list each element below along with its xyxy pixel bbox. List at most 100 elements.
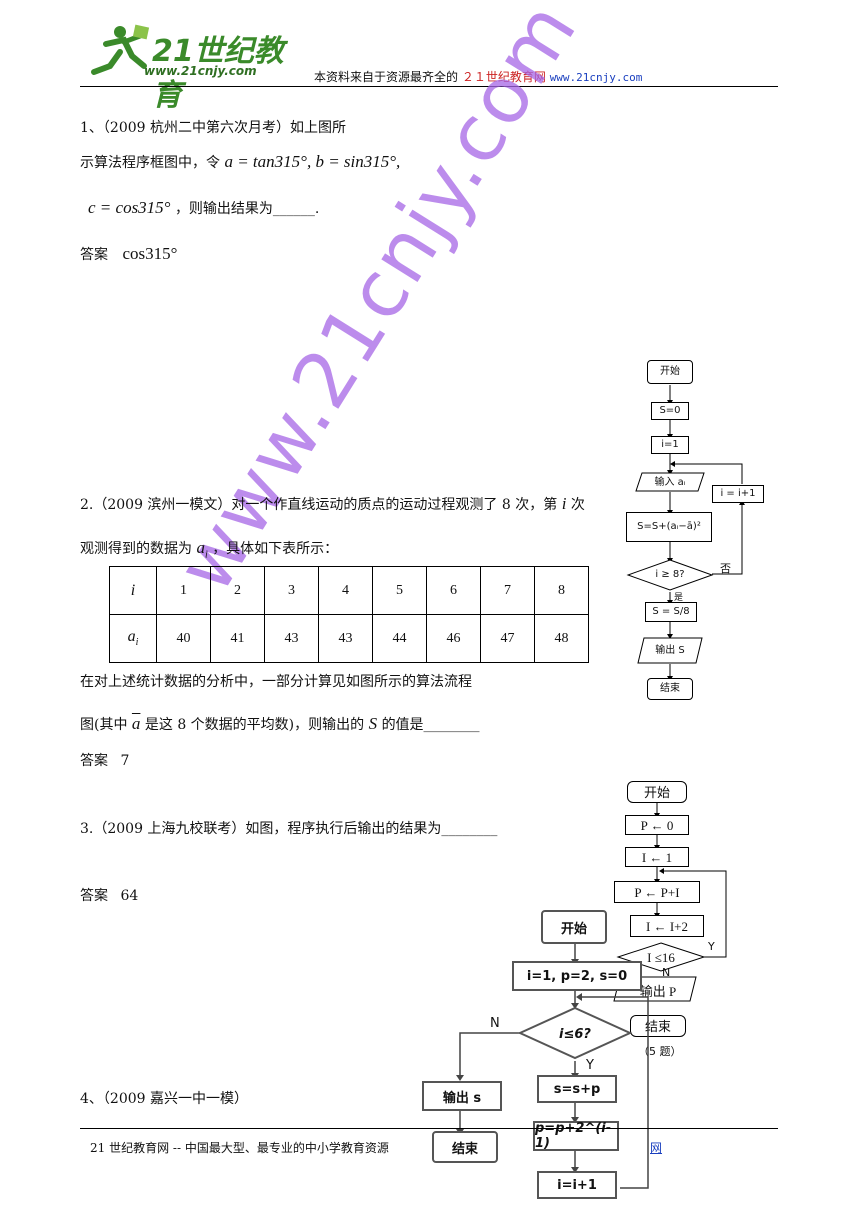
fc2-no-label: 否 [720, 562, 731, 575]
table-cell: 4 [318, 566, 373, 615]
header-divider [80, 86, 778, 87]
q4-line1: 4、（2009 嘉兴一中一模） [80, 1091, 248, 1107]
table-cell: 1 [156, 566, 211, 615]
flowchart2-connectors [626, 385, 745, 681]
table-cell: 43 [264, 614, 319, 663]
fc3-update: P ← P+I [614, 881, 700, 903]
table-header-i: i [109, 566, 157, 615]
fc2-s0: S=0 [651, 402, 689, 420]
q3-answer-label: 答案 [80, 888, 108, 904]
table-header-ai-sub: i [135, 637, 139, 649]
q2-line1-end: 次 [570, 497, 585, 513]
q2-answer-value: 7 [120, 753, 130, 769]
fc2-i1: i=1 [651, 436, 689, 454]
q2-line2: 观测得到的数据为 ai ，具体如下表所示： [80, 538, 338, 560]
tagline-brand: ２１世纪教育网 [461, 70, 546, 84]
logo-main-text: 21世纪教育 [152, 34, 284, 113]
fc4-inc: i=i+1 [537, 1171, 617, 1199]
q3-answer-value: 64 [120, 888, 139, 904]
header-tagline: 本资料来自于资源最齐全的 ２１世纪教育网 www.21cnjy.com [314, 68, 642, 85]
fc4-sum: s=s+p [537, 1075, 617, 1103]
fc3-cond: I ≤16 [647, 949, 675, 965]
observation-table: i 1 2 3 4 5 6 7 8 ai 40 41 43 43 44 46 4… [109, 566, 589, 663]
fc4-cond: i≤6? [559, 1026, 591, 1042]
table-cell: 2 [210, 566, 265, 615]
q2-var-abar: a [131, 714, 141, 733]
table-header-ai-base: a [127, 628, 136, 646]
fc2-end: 结束 [647, 678, 693, 700]
fc2-cond: i ≥ 8? [655, 568, 685, 580]
table-row: i 1 2 3 4 5 6 7 8 [109, 566, 589, 615]
fc3-end: 结束 [630, 1015, 686, 1037]
fc4-output: 输出 s [422, 1081, 502, 1111]
table-cell: 43 [318, 614, 373, 663]
fc3-inc: I ← I+2 [630, 915, 704, 937]
q2-line1-text: 2.（2009 滨州一模文）对一个作直线运动的质点的运动过程观测了 8 次，第 [80, 497, 558, 513]
q1-line3: c = cos315° ，则输出结果为______. [88, 198, 319, 218]
q2-var-ai-base: a [196, 538, 205, 557]
table-cell: 40 [156, 614, 211, 663]
q2-line4-mid: 是这 8 个数据的平均数)，则输出的 [144, 717, 365, 733]
table-cell: 44 [372, 614, 427, 663]
fc4-no-label: N [490, 1016, 500, 1031]
q2-line4-prefix: 图(其中 [80, 717, 128, 733]
q3-answer: 答案 64 [80, 885, 138, 905]
fc4-end: 结束 [432, 1131, 498, 1163]
fc2-yes-label: 是 [674, 593, 684, 603]
table-cell: 5 [372, 566, 427, 615]
logo: 21世纪教育 www.21cnjy.com [84, 22, 304, 113]
q2-var-i: i [561, 494, 567, 513]
flowchart4-connectors [456, 942, 649, 1189]
flowchart2-output-parallelogram [637, 637, 703, 664]
fc3-i1: I ← 1 [625, 847, 689, 867]
fc4-power: p=p+2^(i-1) [533, 1121, 619, 1151]
q2-answer: 答案 7 [80, 750, 129, 770]
q1-answer-value: cos315° [122, 244, 178, 263]
table-header-ai: ai [109, 614, 157, 663]
table-row: ai 40 41 43 43 44 46 47 48 [109, 614, 589, 663]
q1-line2-prefix: 示算法程序框图中，令 [80, 155, 220, 171]
footer-divider [80, 1128, 778, 1129]
fc2-output: 输出 S [655, 645, 685, 656]
fc4-init: i=1, p=2, s=0 [512, 961, 642, 991]
flowchart2-input-parallelogram [635, 472, 705, 492]
q1-math-c: c = cos315° [88, 198, 171, 217]
footer-text: 21 世纪教育网 -- 中国最大型、最专业的中小学教育资源 [90, 1141, 389, 1155]
fc2-inc: i = i+1 [712, 485, 764, 503]
table-cell: 48 [534, 614, 589, 663]
fc4-yes-label: Y [586, 1058, 594, 1073]
flowchart2-decision-diamond [626, 559, 714, 591]
tagline-prefix: 本资料来自于资源最齐全的 [314, 70, 459, 84]
fc2-input: 输入 aᵢ [654, 476, 686, 488]
runner-logo-icon [91, 24, 150, 75]
fc3-yes-label: Y [708, 940, 715, 953]
q2-line4: 图(其中 a 是这 8 个数据的平均数)，则输出的 S 的值是________ [80, 714, 480, 734]
footer-tail[interactable]: 网 [650, 1141, 663, 1155]
fc4-start: 开始 [541, 910, 607, 944]
q2-line4-end: 的值是________ [381, 717, 480, 733]
q1-line1: 1、（2009 杭州二中第六次月考）如上图所 [80, 120, 346, 136]
q2-line3: 在对上述统计数据的分析中，一部分计算见如图所示的算法流程 [80, 674, 472, 690]
table-cell: 8 [534, 566, 589, 615]
q1-line3-suffix: ，则输出结果为______. [174, 201, 320, 217]
q3-line1: 3.（2009 上海九校联考）如图，程序执行后输出的结果为________ [80, 821, 498, 837]
fc2-update: S=S+(aᵢ−ā)² [626, 512, 712, 542]
table-cell: 3 [264, 566, 319, 615]
table-cell: 41 [210, 614, 265, 663]
q2-line2-end: ，具体如下表所示： [212, 541, 339, 557]
q2-answer-label: 答案 [80, 753, 108, 769]
q2-line2-text: 观测得到的数据为 [80, 541, 192, 557]
tagline-url[interactable]: www.21cnjy.com [549, 71, 643, 84]
q1-answer: 答案 cos315° [80, 244, 177, 264]
table-cell: 46 [426, 614, 481, 663]
fc3-p0: P ← 0 [625, 815, 689, 835]
q1-math-a: a = tan315°, b = sin315°, [224, 152, 401, 171]
fc3-no-label: N [662, 966, 671, 979]
q1-answer-label: 答案 [80, 247, 108, 263]
q1-line2: 示算法程序框图中，令 a = tan315°, b = sin315°, [80, 152, 400, 172]
fc2-divide: S = S/8 [645, 602, 697, 622]
table-cell: 47 [480, 614, 535, 663]
q2-var-ai-sub: i [204, 549, 208, 561]
table-cell: 6 [426, 566, 481, 615]
fc3-caption: （5 题） [638, 1045, 682, 1058]
